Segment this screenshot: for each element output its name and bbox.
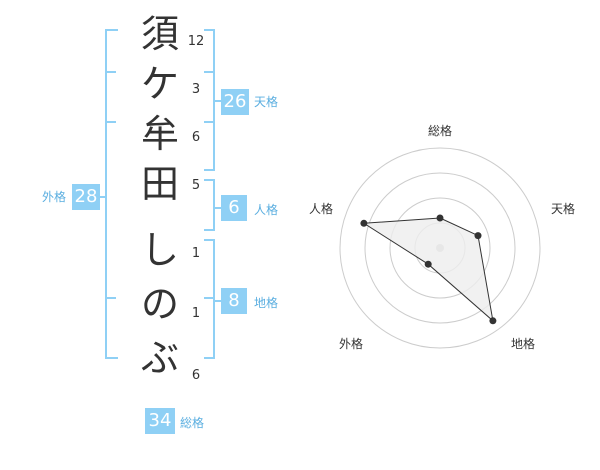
- stroke-count: 1: [191, 306, 201, 321]
- jinkaku-label: 人格: [254, 203, 279, 217]
- radar-label-bottom-right: 地格: [510, 337, 535, 351]
- radar-point-bottom-right: [489, 317, 497, 325]
- gaikaku-label: 外格: [42, 190, 67, 204]
- soukaku-badge: 34: [145, 408, 175, 434]
- stroke-count: 3: [191, 82, 201, 97]
- name-char: の: [140, 282, 179, 326]
- jinkaku-badge: 6: [221, 195, 247, 221]
- radar-polygon: [362, 217, 494, 323]
- radar-ring-3: [364, 172, 516, 324]
- radar-label-right: 天格: [550, 202, 575, 216]
- name-char: し: [140, 228, 179, 272]
- name-char: 田: [140, 162, 179, 206]
- radar-ring-2: [389, 197, 491, 299]
- chikaku-label: 地格: [254, 296, 279, 310]
- radar-ring-4: [339, 147, 541, 349]
- chikaku-badge: 8: [221, 288, 247, 314]
- radar-point-top: [436, 214, 444, 222]
- name-char: ケ: [140, 62, 179, 106]
- radar-point-left: [360, 219, 368, 227]
- stroke-count: 6: [191, 130, 201, 145]
- tenkaku-label: 天格: [254, 95, 279, 109]
- radar-label-bottom-left: 外格: [338, 337, 363, 351]
- radar-label-top: 総格: [427, 124, 452, 138]
- jinkaku-bracket: [204, 179, 215, 231]
- radar-label-left: 人格: [308, 202, 333, 216]
- radar-point-bottom-left: [424, 260, 432, 268]
- name-char: ぶ: [140, 336, 179, 380]
- stroke-count: 1: [191, 246, 201, 261]
- tenkaku-badge: 26: [221, 89, 249, 115]
- name-char: 須: [140, 12, 179, 56]
- soukaku-label: 総格: [180, 416, 205, 430]
- stroke-count: 6: [191, 368, 201, 383]
- gaikaku-bracket: [105, 29, 118, 359]
- name-char: 牟: [140, 112, 179, 156]
- radar-point-right: [474, 232, 482, 240]
- stroke-count: 5: [191, 178, 201, 193]
- stroke-count: 12: [187, 34, 205, 49]
- gaikaku-badge: 28: [72, 184, 100, 210]
